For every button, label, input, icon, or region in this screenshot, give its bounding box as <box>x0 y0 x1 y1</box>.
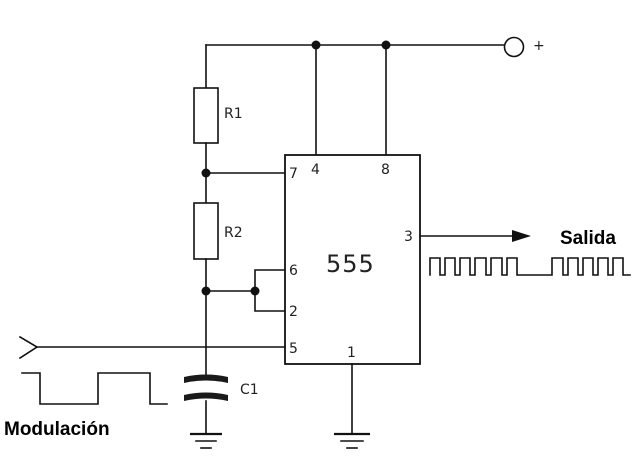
capacitor-c1-label: C1 <box>240 382 259 398</box>
ground-symbol-capacitor <box>190 432 222 449</box>
output-waveform <box>429 257 631 276</box>
pin-3-label: 3 <box>404 229 413 245</box>
capacitor-c1 <box>184 374 228 401</box>
pin-1-label: 1 <box>347 345 356 361</box>
supply-terminal <box>503 36 525 58</box>
resistor-r2 <box>193 202 219 260</box>
ic-555-label: 555 <box>326 250 375 278</box>
pin-7-label: 7 <box>289 166 298 182</box>
pin-5-label: 5 <box>289 341 298 357</box>
input-waveform <box>21 372 168 405</box>
output-arrow <box>512 230 531 242</box>
input-terminal <box>18 335 39 360</box>
pin-8-label: 8 <box>381 162 390 178</box>
pin-6-label: 6 <box>289 263 298 279</box>
wire-pin2 <box>254 290 286 312</box>
pin-2-label: 2 <box>289 304 298 320</box>
resistor-r2-label: R2 <box>224 225 243 241</box>
supply-rail <box>205 40 506 50</box>
resistor-r1-label: R1 <box>224 106 243 122</box>
pin-4-label: 4 <box>311 162 320 178</box>
ground-symbol-ic <box>334 432 370 449</box>
input-label: Modulación <box>4 419 110 440</box>
output-label: Salida <box>560 228 616 249</box>
wire-pin6 <box>254 269 286 292</box>
supply-plus-label: + <box>533 38 545 54</box>
resistor-r1 <box>193 87 219 144</box>
